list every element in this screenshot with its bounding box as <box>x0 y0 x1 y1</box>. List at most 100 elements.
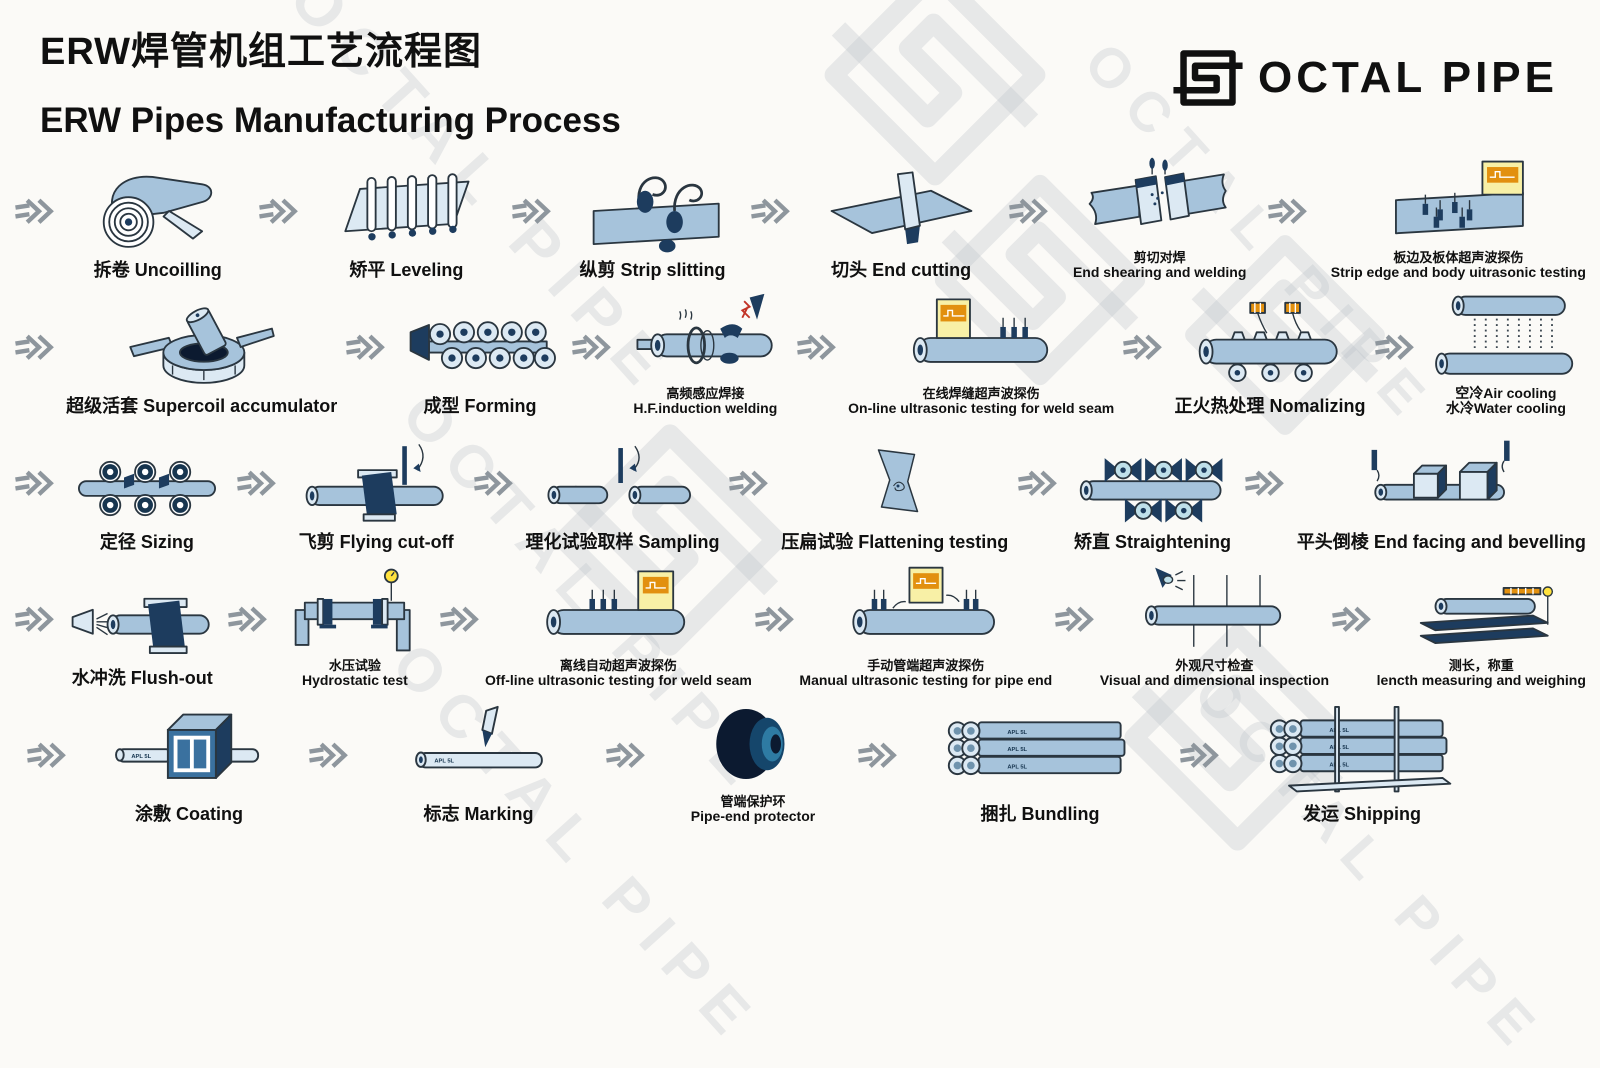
flow-arrow-icon <box>750 197 794 227</box>
step-online-ultrasonic-testing: 在线焊缝超声波探伤 On-line ultrasonic testing for… <box>848 285 1114 421</box>
process-row-4: 水冲洗 Flush-out 水压试验 Hydrostatic test <box>14 557 1586 693</box>
step-strip-ultrasonic-testing: 板边及板体超声波探伤 Strip edge and body uitrasoni… <box>1331 149 1586 285</box>
end-cutting-icon <box>830 171 972 245</box>
step-label: 测长，称重 lencth measuring and weighing <box>1376 658 1586 693</box>
step-label-en: End shearing and welding <box>1072 264 1247 281</box>
step-label: 管端保护环 Pipe-end protector <box>690 793 816 829</box>
step-label-text: 压扁试验 Flattening testing <box>781 532 1009 553</box>
process-flow: 拆卷 Uncoilling 矫平 Leveling <box>0 145 1600 829</box>
step-label: 平头倒棱 End facing and bevelling <box>1297 532 1586 557</box>
step-sampling: 理化试验取样 Sampling <box>525 421 719 557</box>
step-label-zh: 水压试验 <box>328 657 381 673</box>
pipe-stencil-text: APL 5L <box>1007 764 1027 770</box>
offline-ultrasonic-testing-icon <box>546 570 686 635</box>
page-title-zh: ERW焊管机组工艺流程图 <box>40 31 482 73</box>
step-label-text: 纵剪 Strip slitting <box>579 260 726 281</box>
shipping-icon: APL 5L APL 5L APL 5L <box>1269 706 1452 793</box>
step-label-text: 飞剪 Flying cut-off <box>298 532 454 553</box>
step-length-weighing: 测长，称重 lencth measuring and weighing <box>1377 557 1586 693</box>
flow-arrow-icon <box>796 333 840 363</box>
step-label: 离线自动超声波探伤 Off-line ultrasonic testing fo… <box>484 657 752 693</box>
step-forming: 成型 Forming <box>398 285 563 421</box>
online-ultrasonic-testing-icon <box>913 298 1049 363</box>
step-visual-inspection: 外观尺寸检查 Visual and dimensional inspection <box>1100 557 1329 693</box>
step-label: 涂敷 Coating <box>135 804 243 829</box>
flow-arrow-icon <box>857 741 901 771</box>
step-label: 手动管端超声波探伤 Manual ultrasonic testing for … <box>799 657 1053 693</box>
flow-arrow-icon <box>1017 469 1061 499</box>
step-label-en: Strip edge and body uitrasonic testing <box>1330 264 1586 281</box>
flow-arrow-icon <box>473 469 517 499</box>
uncoiling-icon <box>102 175 212 248</box>
step-label-en: Pipe-end protector <box>690 808 816 825</box>
step-hf-induction-welding: 高频感应焊接 H.F.induction welding <box>623 285 788 421</box>
brand-name: OCTAL PIPE <box>1258 53 1558 102</box>
step-label-text: 切头 End cutting <box>831 260 972 281</box>
step-label: 水冲洗 Flush-out <box>72 668 213 693</box>
coating-icon: APL 5L <box>115 713 260 780</box>
normalizing-icon <box>1198 302 1338 383</box>
flattening-testing-icon <box>877 449 918 513</box>
step-label-water: 水冷Water cooling <box>1445 400 1566 417</box>
step-label-zh: 在线焊缝超声波探伤 <box>922 385 1040 401</box>
pipe-stencil-text: APL 5L <box>131 754 151 760</box>
step-marking: APL 5L 标志 Marking <box>386 693 571 829</box>
process-row-5: APL 5L 涂敷 Coating APL 5L <box>14 693 1586 829</box>
step-label-en: On-line ultrasonic testing for weld seam <box>848 400 1115 417</box>
sampling-icon <box>547 445 692 505</box>
sizing-icon <box>77 461 216 517</box>
step-label-zh: 手动管端超声波探伤 <box>867 657 985 673</box>
step-end-cutting: 切头 End cutting <box>814 149 989 285</box>
step-cooling: 空冷Air cooling 水冷Water cooling <box>1426 285 1586 421</box>
step-label-en: lencth measuring and weighing <box>1376 672 1586 689</box>
leveling-icon <box>344 173 470 241</box>
step-pipe-end-protector: 管端保护环 Pipe-end protector <box>683 693 823 829</box>
flow-arrow-icon <box>571 333 615 363</box>
flow-arrow-icon <box>14 333 58 363</box>
step-label-text: 定径 Sizing <box>99 532 194 553</box>
flow-arrow-icon <box>511 197 555 227</box>
flow-arrow-icon <box>1122 333 1166 363</box>
bundling-icon: APL 5L APL 5L APL 5L <box>947 721 1126 776</box>
step-uncoiling: 拆卷 Uncoilling <box>78 149 238 285</box>
step-label: 外观尺寸检查 Visual and dimensional inspection <box>1100 657 1329 693</box>
step-label: 理化试验取样 Sampling <box>525 532 719 557</box>
step-label: 高频感应焊接 H.F.induction welding <box>633 386 777 421</box>
flush-out-icon <box>71 597 210 655</box>
step-label-zh: 外观尺寸检查 <box>1175 657 1254 673</box>
step-normalizing: 正火热处理 Nomalizing <box>1175 285 1366 421</box>
step-label-zh: 管端保护环 <box>720 793 786 809</box>
step-label-text: 理化试验取样 Sampling <box>525 532 720 553</box>
step-label: 发运 Shipping <box>1303 804 1421 829</box>
flow-arrow-icon <box>14 469 58 499</box>
flow-arrow-icon <box>1244 469 1288 499</box>
step-label-en: Manual ultrasonic testing for pipe end <box>799 672 1053 689</box>
process-row-3: 定径 Sizing 飞剪 Flying cut-off <box>14 421 1586 557</box>
step-label-zh: 离线自动超声波探伤 <box>559 657 677 673</box>
visual-inspection-icon <box>1145 567 1282 647</box>
step-label: 矫直 Straightening <box>1074 532 1231 557</box>
process-row-1: 拆卷 Uncoilling 矫平 Leveling <box>14 149 1586 285</box>
end-shearing-welding-icon <box>1088 157 1227 225</box>
page-title-en: ERW Pipes Manufacturing Process <box>40 101 621 140</box>
flow-arrow-icon <box>1054 605 1098 635</box>
step-leveling: 矫平 Leveling <box>321 149 491 285</box>
header: ERW焊管机组工艺流程图 ERW Pipes Manufacturing Pro… <box>0 0 1600 145</box>
step-label: 捆扎 Bundling <box>981 804 1100 829</box>
end-facing-bevelling-icon <box>1371 440 1510 501</box>
flow-arrow-icon <box>14 605 58 635</box>
step-label-air: 空冷Air cooling <box>1455 384 1557 401</box>
supercoil-accumulator-icon <box>129 307 275 384</box>
step-label: 拆卷 Uncoilling <box>94 260 222 285</box>
forming-icon <box>409 321 556 370</box>
step-label: 飞剪 Flying cut-off <box>299 532 454 557</box>
step-label-en: Off-line ultrasonic testing for weld sea… <box>484 672 752 689</box>
flow-arrow-icon <box>1008 197 1052 227</box>
step-coating: APL 5L 涂敷 Coating <box>104 693 274 829</box>
strip-ultrasonic-testing-icon <box>1394 160 1524 234</box>
step-label: 板边及板体超声波探伤 Strip edge and body uitrasoni… <box>1330 250 1586 285</box>
cooling-icon <box>1435 295 1574 375</box>
step-label: 定径 Sizing <box>100 532 194 557</box>
step-label-text: 捆扎 Bundling <box>980 804 1100 825</box>
flow-arrow-icon <box>308 741 352 771</box>
